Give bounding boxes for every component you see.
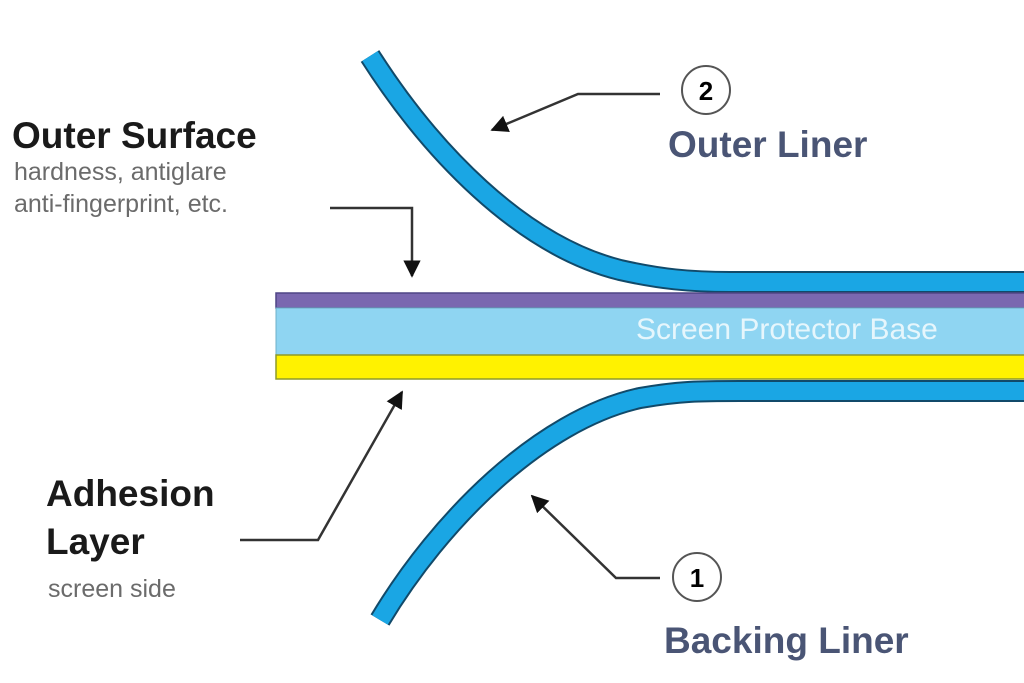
outer-liner-label: Outer Liner [668, 124, 868, 165]
adhesion-layer-title-line2: Layer [46, 521, 145, 562]
outer-surface-layer [275, 292, 1024, 309]
outer-liner-fill [362, 51, 1024, 291]
screen-protector-base-layer [275, 307, 1024, 356]
backing-liner-arrow [530, 494, 660, 580]
backing-liner-number: 1 [690, 563, 704, 593]
outer-liner-number: 2 [699, 76, 713, 106]
backing-liner-number-circle [672, 552, 722, 602]
outer-surface-arrow [330, 206, 421, 278]
outer-surface-desc-line1: hardness, antiglare [14, 158, 227, 186]
outer-surface-desc-line2: anti-fingerprint, etc. [14, 190, 228, 218]
adhesion-layer-subtitle: screen side [48, 575, 176, 603]
outer-liner-number-circle [681, 65, 731, 115]
adhesion-layer [275, 354, 1024, 380]
adhesion-layer-arrow [240, 390, 404, 542]
backing-liner-label: Backing Liner [664, 620, 909, 661]
backing-liner-fill [372, 382, 1024, 625]
adhesion-layer-title-line1: Adhesion [46, 473, 215, 514]
outer-liner-arrow [490, 92, 660, 132]
outer-surface-title: Outer Surface [12, 115, 257, 156]
screen-protector-base-label: Screen Protector Base [636, 313, 938, 346]
